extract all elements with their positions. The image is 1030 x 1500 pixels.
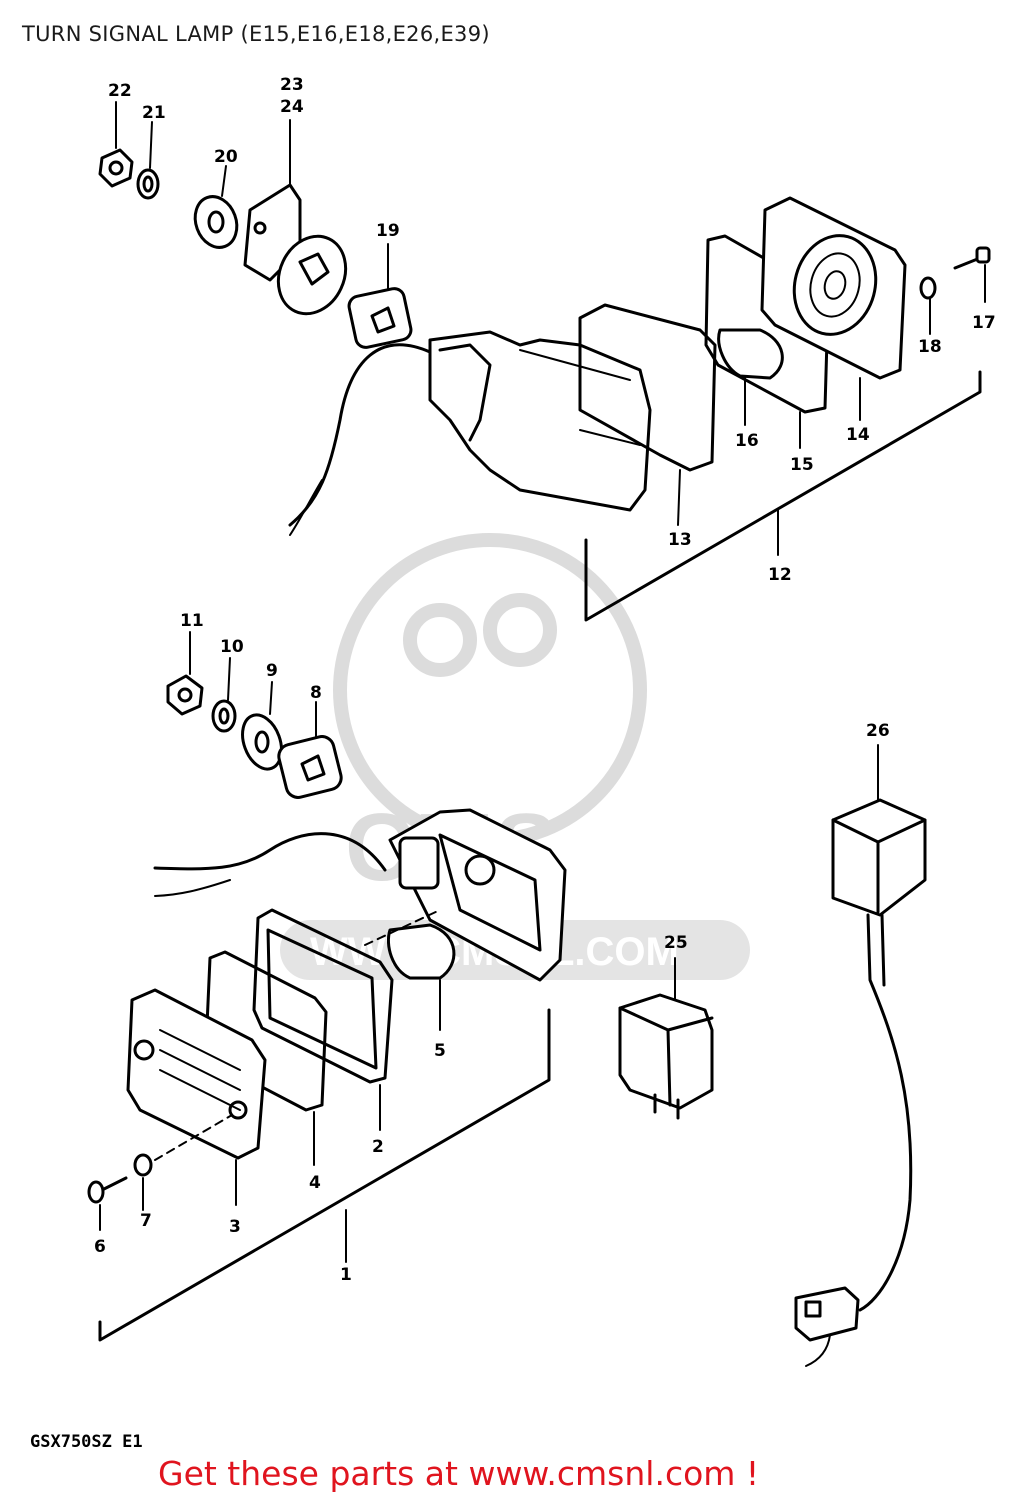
part-22-nut	[98, 101, 134, 188]
part-20-washer	[193, 165, 239, 249]
part-17-screw	[953, 246, 991, 303]
callout-7: 7	[140, 1211, 152, 1231]
callout-4: 4	[309, 1173, 321, 1193]
callout-22: 22	[108, 81, 132, 101]
callout-labels: 1 2 3 4 5 6 7 8 9 10 11 12 13 14 15 16 1…	[94, 75, 996, 1285]
callout-25: 25	[664, 933, 688, 953]
assembly-12-bracket-line	[584, 370, 982, 622]
model-code: GSX750SZ E1	[30, 1432, 143, 1452]
part-11-nut	[166, 631, 204, 716]
callout-19: 19	[376, 221, 400, 241]
callout-6: 6	[94, 1237, 106, 1257]
callout-21: 21	[142, 103, 166, 123]
callout-1: 1	[340, 1265, 352, 1285]
callout-24: 24	[280, 97, 304, 117]
harness-ground-lead	[805, 1334, 831, 1367]
part-19-grommet	[347, 243, 413, 349]
part-1-housing	[388, 808, 567, 982]
lower-wire	[153, 832, 387, 872]
part-6-screw	[87, 1176, 128, 1231]
callout-3: 3	[229, 1217, 241, 1237]
callout-18: 18	[918, 337, 942, 357]
callout-2: 2	[372, 1137, 384, 1157]
callout-8: 8	[310, 683, 322, 703]
part-21-lock-washer	[136, 121, 160, 200]
part-14-lens	[760, 196, 907, 421]
callout-13: 13	[668, 530, 692, 550]
assembly-1-bracket-line	[98, 1008, 551, 1342]
harness-wire-2	[880, 913, 886, 987]
harness-wire	[858, 913, 913, 1312]
part-18-washer	[919, 276, 937, 335]
callout-5: 5	[434, 1041, 446, 1061]
part-8-grommet	[277, 701, 343, 799]
watermark-goggle-right	[483, 593, 557, 667]
callout-23: 23	[280, 75, 304, 95]
callout-20: 20	[214, 147, 238, 167]
upper-wire	[288, 343, 432, 527]
part-9-washer	[241, 681, 283, 771]
lower-turn-signal-assembly	[87, 631, 567, 1342]
part-23-24-bracket	[243, 119, 348, 316]
part-13-gasket	[578, 303, 717, 526]
callout-11: 11	[180, 611, 204, 631]
callout-9: 9	[266, 661, 278, 681]
watermark-goggle-left	[403, 603, 477, 677]
lower-wire-lead	[154, 879, 231, 897]
callout-16: 16	[735, 431, 759, 451]
part-12-housing	[428, 330, 652, 512]
page-title: TURN SIGNAL LAMP (E15,E16,E18,E26,E39)	[22, 22, 490, 46]
callout-10: 10	[220, 637, 244, 657]
part-16-bulb	[717, 328, 784, 426]
callout-26: 26	[866, 721, 890, 741]
upper-turn-signal-assembly	[98, 101, 991, 622]
part-25-relay	[618, 957, 714, 1120]
callout-12: 12	[768, 565, 792, 585]
promo-link-text[interactable]: Get these parts at www.cmsnl.com !	[158, 1454, 760, 1493]
part-10-lock-washer	[211, 657, 237, 733]
part-7-washer	[133, 1114, 233, 1211]
callout-15: 15	[790, 455, 814, 475]
part-15-gasket	[704, 234, 830, 449]
callout-14: 14	[846, 425, 870, 445]
part-2-gasket	[252, 908, 394, 1131]
part-5-bulb	[364, 909, 456, 1031]
part-26-hazard-unit	[794, 744, 927, 1367]
callout-17: 17	[972, 313, 996, 333]
upper-wire-lead	[289, 479, 323, 536]
